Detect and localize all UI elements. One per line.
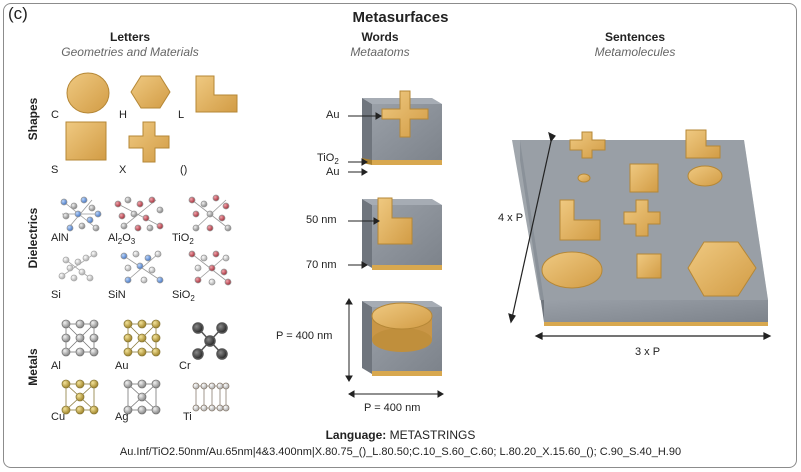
material-label-tio2: TiO2 [172, 232, 194, 247]
metal-label-ag: Ag [115, 411, 129, 423]
words-title: Words [361, 30, 399, 44]
size-label-horizontal: 3 x P [635, 346, 661, 358]
material-label-al2o3: Al2O3 [108, 232, 136, 247]
words-subtitle: Metaatoms [350, 45, 410, 59]
material-label-aln: AlN [51, 232, 69, 244]
language-line: Language: METASTRINGS [325, 428, 476, 442]
material-label-si: Si [51, 289, 61, 301]
material-label-sio2: SiO2 [172, 289, 195, 304]
metal-label-ti: Ti [183, 411, 192, 423]
metal-label-cu: Cu [51, 411, 66, 423]
material-label-sin: SiN [108, 289, 126, 301]
period-label-horizontal: P = 400 nm [364, 402, 421, 414]
metal-label-cr: Cr [179, 360, 191, 372]
layer-label-au-bottom: Au [326, 166, 340, 178]
shape-label-circle: C [51, 109, 59, 121]
page-title: Metasurfaces [352, 9, 449, 26]
shape-label-cross: X [119, 164, 127, 176]
thickness-label-70nm: 70 nm [306, 259, 337, 271]
row-label-dielectrics: Dielectrics [26, 207, 40, 269]
thickness-label-50nm: 50 nm [306, 214, 337, 226]
letters-title: Letters [109, 30, 150, 44]
row-label-metals: Metals [26, 348, 40, 386]
period-label-vertical: P = 400 nm [276, 330, 333, 342]
sentences-title: Sentences [604, 30, 666, 44]
layer-label-tio2: TiO2 [317, 152, 339, 167]
shape-label-empty: () [180, 164, 188, 176]
metal-label-al: Al [51, 360, 61, 372]
shape-label-square: S [51, 164, 59, 176]
row-label-shapes: Shapes [26, 97, 40, 141]
shape-label-hexagon: H [119, 109, 127, 121]
metal-label-au: Au [115, 360, 129, 372]
sentences-subtitle: Metamolecules [594, 45, 676, 59]
size-label-vertical: 4 x P [498, 212, 524, 224]
shape-label-lshape: L [178, 109, 185, 121]
panel-label: (c) [8, 4, 28, 23]
layer-label-au-top: Au [326, 109, 340, 121]
letters-subtitle: Geometries and Materials [61, 45, 199, 59]
panel-frame [3, 3, 797, 468]
language-code: Au.Inf/TiO2.50nm/Au.65nm|4&3.400nm|X.80.… [119, 446, 682, 458]
